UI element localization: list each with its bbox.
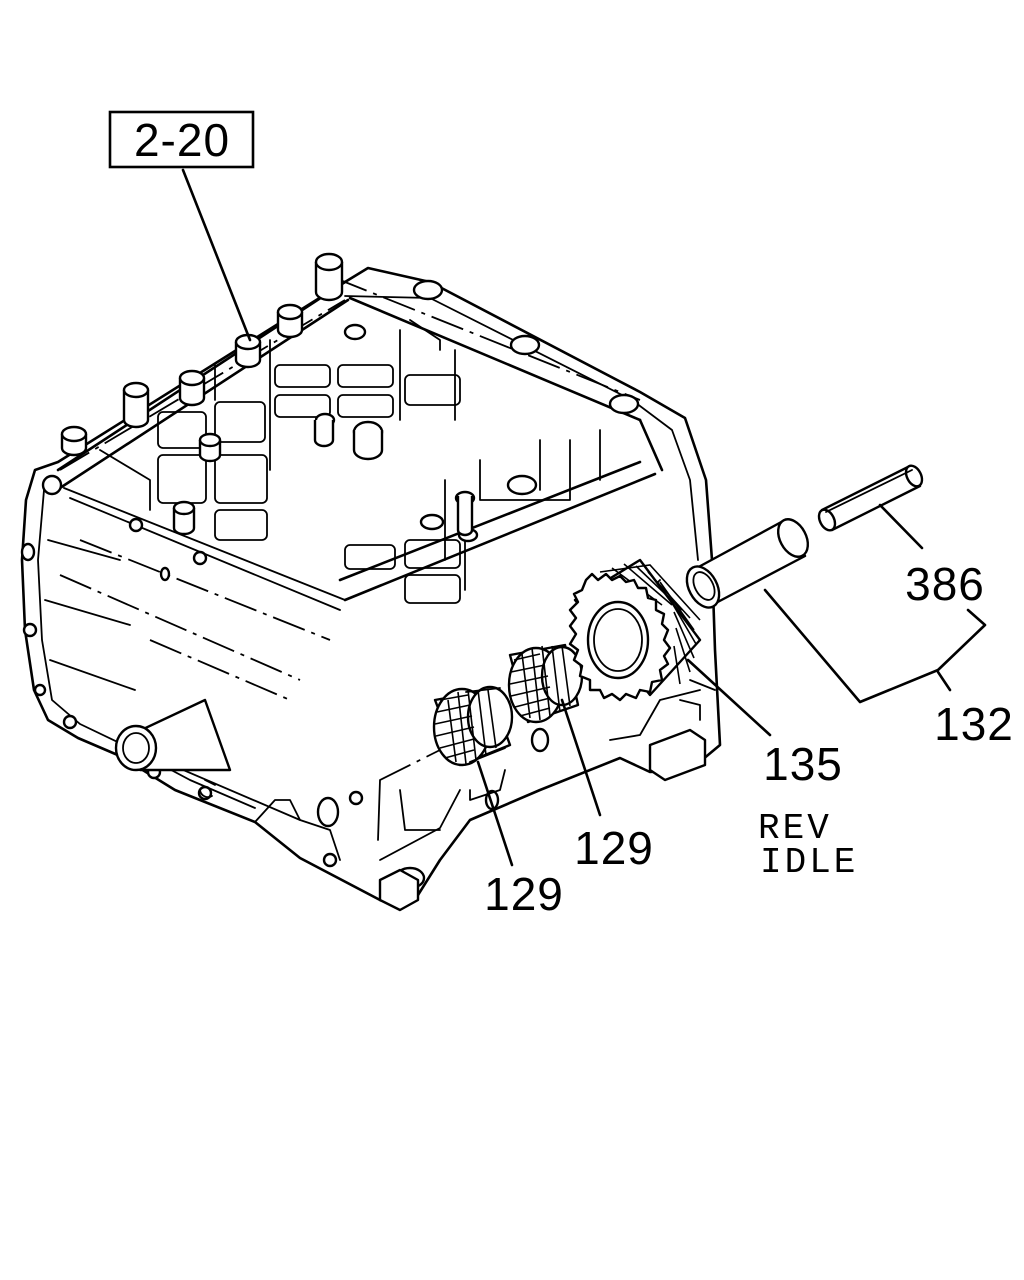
note-line-2: IDLE [760,842,858,883]
needle-bearing-right [507,643,584,724]
roll-pin [817,464,924,532]
reverse-idle-gear [568,558,702,702]
note-line-1: REV [758,808,832,849]
reference-box [108,110,255,169]
idler-shaft [685,518,810,609]
callout-gear: 135 [763,738,843,790]
callout-bearing-left: 129 [484,868,564,920]
callout-shaft: 132 [934,698,1014,750]
needle-bearing-left [432,685,514,767]
callout-pin: 386 [905,558,985,610]
leader-lines [181,168,987,867]
reference-label: 2-20 [134,114,230,166]
callout-bearing-right: 129 [574,822,654,874]
